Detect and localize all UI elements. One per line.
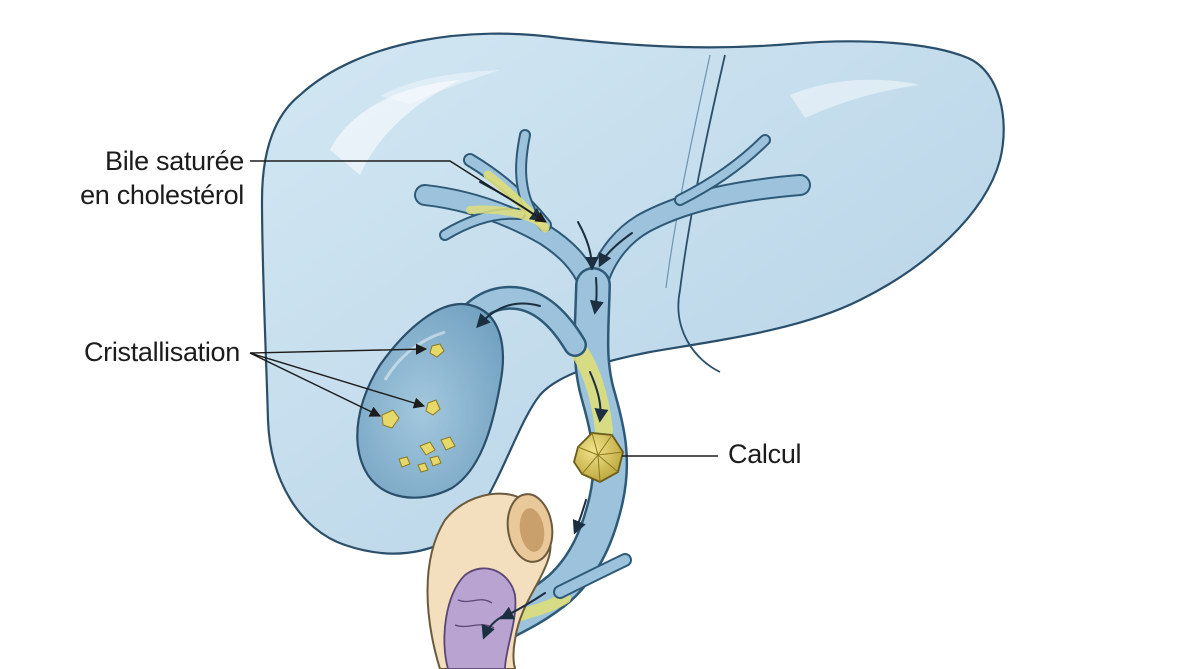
gallstone xyxy=(573,432,624,484)
crystal xyxy=(429,343,445,358)
crystal xyxy=(417,462,429,473)
crystal xyxy=(381,409,400,429)
crystal xyxy=(398,456,411,468)
label-bile-line1: Bile saturée xyxy=(105,146,244,176)
crystal xyxy=(425,399,441,416)
cholesterol-crystals xyxy=(381,343,456,473)
crystal xyxy=(419,441,436,456)
bile-duct-tree xyxy=(414,129,811,296)
label-bile-line2: en cholestérol xyxy=(80,180,244,210)
crystal xyxy=(440,436,456,451)
label-crystallisation-text: Cristallisation xyxy=(84,337,240,367)
label-calcul: Calcul xyxy=(622,439,802,469)
label-stone-text: Calcul xyxy=(728,439,801,469)
label-bile-saturee: Bile saturée en cholestérol xyxy=(80,146,547,223)
label-cristallisation: Cristallisation xyxy=(84,337,428,417)
crystal xyxy=(429,455,442,467)
duodenum xyxy=(426,492,554,669)
